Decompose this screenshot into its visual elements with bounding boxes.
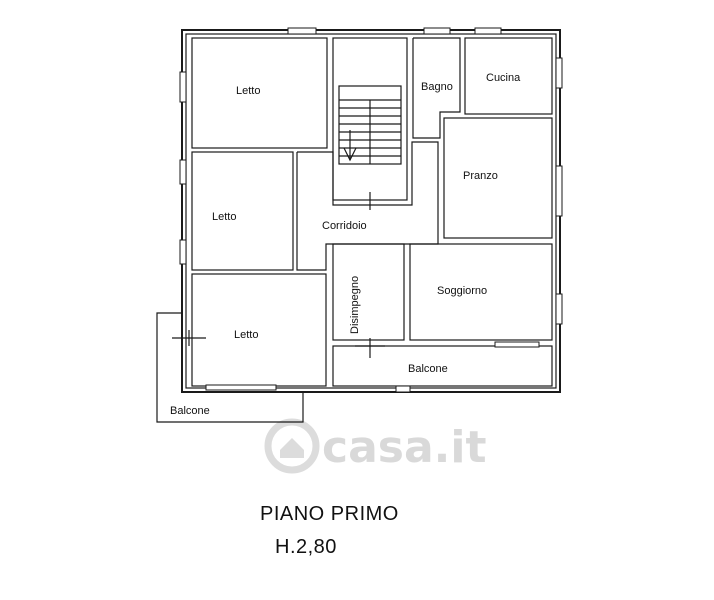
room-label-letto-bottom: Letto (234, 329, 258, 341)
level-marks (172, 192, 385, 358)
balcone-left-outline (156, 312, 304, 423)
room-label-letto-top: Letto (236, 85, 260, 97)
room-label-cucina: Cucina (486, 72, 521, 84)
room-label-soggiorno: Soggiorno (437, 285, 487, 297)
watermark: casa.it (264, 418, 486, 474)
room-label-balcone-right: Balcone (408, 363, 448, 375)
floor-height: H.2,80 (275, 536, 337, 558)
watermark-text: casa.it (322, 422, 486, 473)
room-label-balcone-left: Balcone (170, 405, 210, 417)
windows (179, 27, 563, 393)
room-label-disimpegno: Disimpegno (349, 276, 361, 334)
floor-title: PIANO PRIMO (260, 503, 399, 525)
room-label-corridoio: Corridoio (322, 220, 367, 232)
room-label-pranzo: Pranzo (463, 170, 498, 182)
staircase (338, 85, 402, 165)
room-label-bagno: Bagno (421, 81, 453, 93)
room-label-letto-mid: Letto (212, 211, 236, 223)
